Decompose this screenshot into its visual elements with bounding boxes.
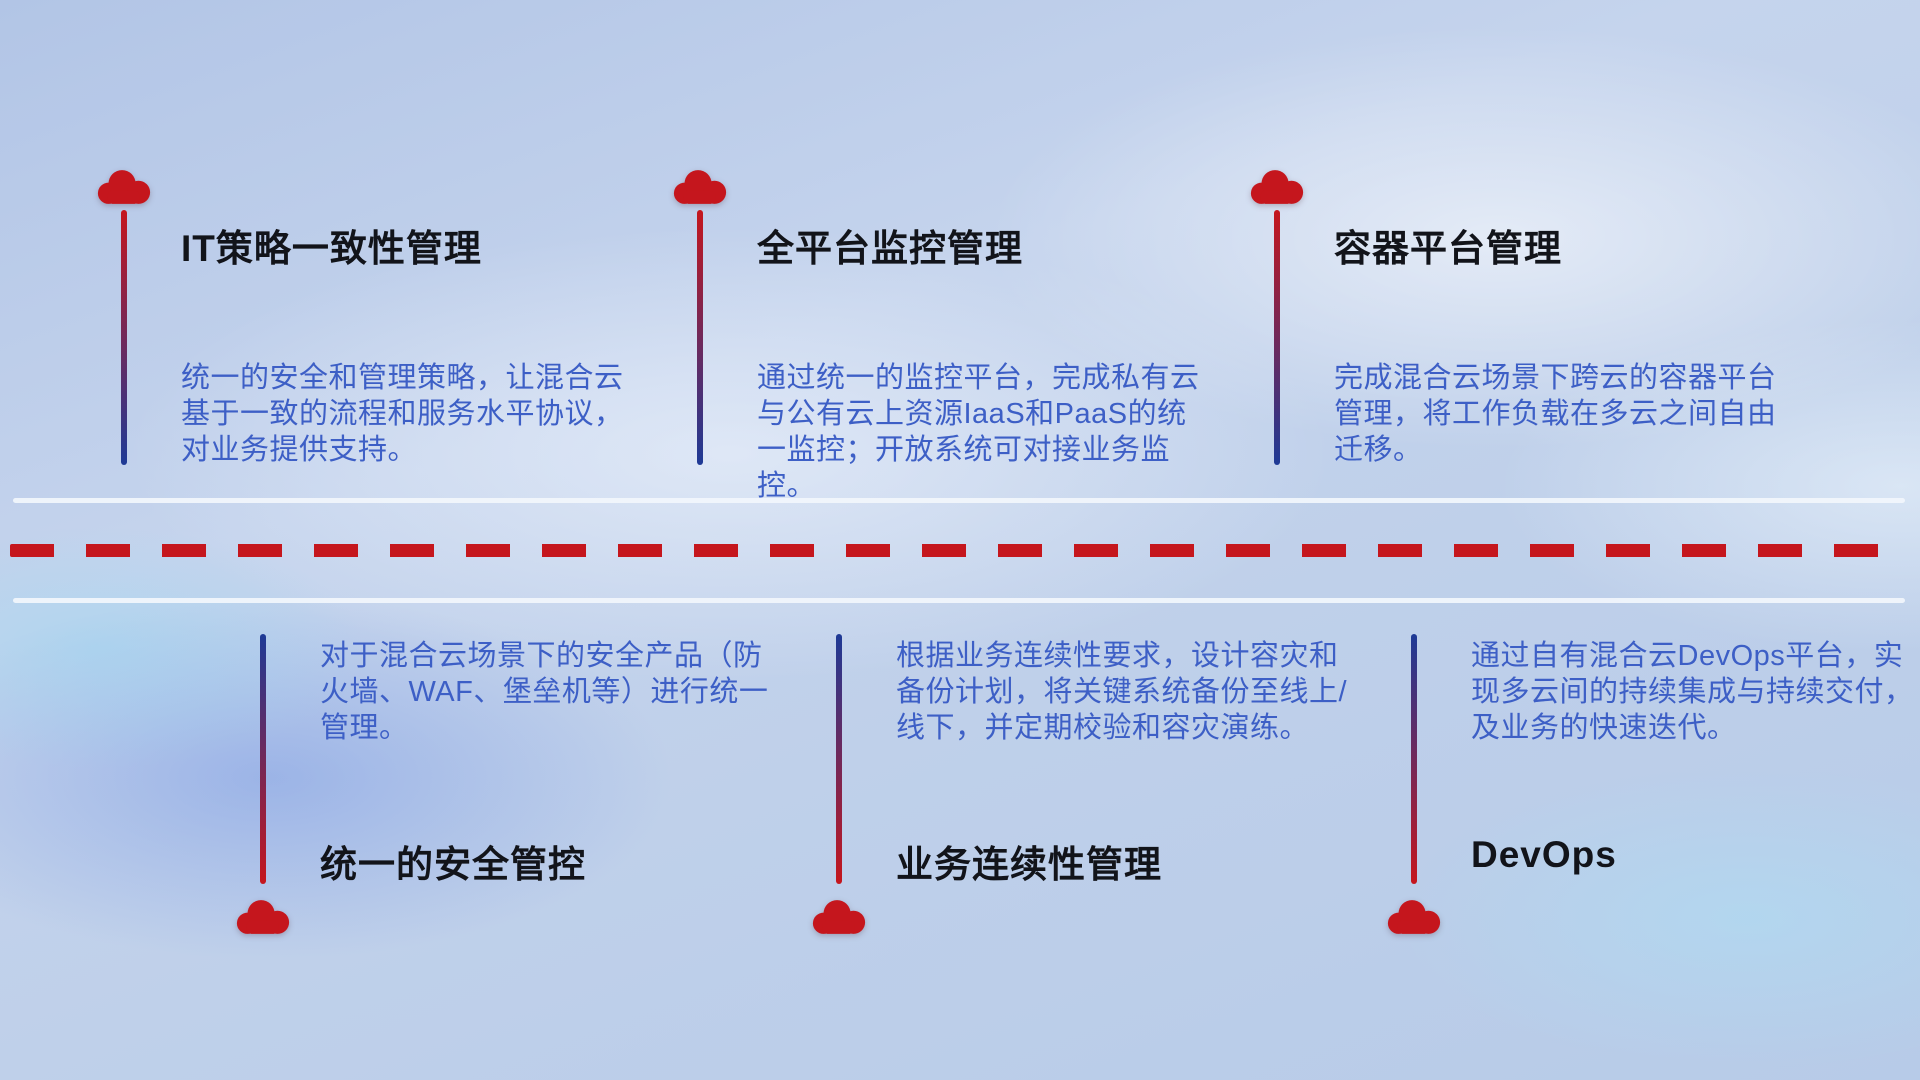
item-description: 通过自有混合云DevOps平台，实现多云间的持续集成与持续交付，及业务的快速迭代… — [1471, 640, 1914, 744]
item-description: 通过统一的监控平台，完成私有云与公有云上资源IaaS和PaaS的统一监控；开放系… — [757, 362, 1200, 502]
feature-item-devops: 通过自有混合云DevOps平台，实现多云间的持续集成与持续交付，及业务的快速迭代… — [1387, 620, 1920, 940]
item-description: 对于混合云场景下的安全产品（防火墙、WAF、堡垒机等）进行统一管理。 — [320, 640, 769, 744]
feature-item-monitoring: 全平台监控管理 通过统一的监控平台，完成私有云与公有云上资源IaaS和PaaS的… — [673, 168, 1220, 502]
divider-line-bottom — [13, 598, 1905, 603]
item-description: 统一的安全和管理策略，让混合云基于一致的流程和服务水平协议，对业务提供支持。 — [181, 362, 624, 466]
item-title: DevOps — [1471, 834, 1617, 875]
item-title: 统一的安全管控 — [320, 844, 586, 885]
item-title: 容器平台管理 — [1334, 228, 1562, 269]
item-title: 业务连续性管理 — [896, 844, 1162, 885]
item-description: 完成混合云场景下跨云的容器平台管理，将工作负载在多云之间自由迁移。 — [1334, 362, 1777, 466]
divider-line-top — [13, 498, 1905, 503]
cloud-icon — [1248, 168, 1306, 205]
item-title: IT策略一致性管理 — [181, 228, 482, 269]
feature-item-container-platform: 容器平台管理 完成混合云场景下跨云的容器平台管理，将工作负载在多云之间自由迁移。 — [1250, 168, 1797, 478]
cloud-icon — [95, 168, 153, 205]
timeline-stem — [1411, 634, 1417, 884]
timeline-stem — [1274, 210, 1280, 465]
item-description: 根据业务连续性要求，设计容灾和备份计划，将关键系统备份至线上/线下，并定期校验和… — [896, 640, 1348, 744]
cloud-icon — [234, 898, 292, 935]
cloud-icon — [1385, 898, 1443, 935]
timeline-stem — [121, 210, 127, 465]
divider-dashed-line — [10, 544, 1892, 557]
timeline-stem — [260, 634, 266, 884]
feature-item-security-control: 对于混合云场景下的安全产品（防火墙、WAF、堡垒机等）进行统一管理。 统一的安全… — [236, 620, 783, 940]
timeline-stem — [697, 210, 703, 465]
feature-item-business-continuity: 根据业务连续性要求，设计容灾和备份计划，将关键系统备份至线上/线下，并定期校验和… — [812, 620, 1359, 940]
timeline-stem — [836, 634, 842, 884]
item-title: 全平台监控管理 — [757, 228, 1023, 269]
feature-item-it-policy: IT策略一致性管理 统一的安全和管理策略，让混合云基于一致的流程和服务水平协议，… — [97, 168, 644, 478]
cloud-icon — [810, 898, 868, 935]
cloud-icon — [671, 168, 729, 205]
